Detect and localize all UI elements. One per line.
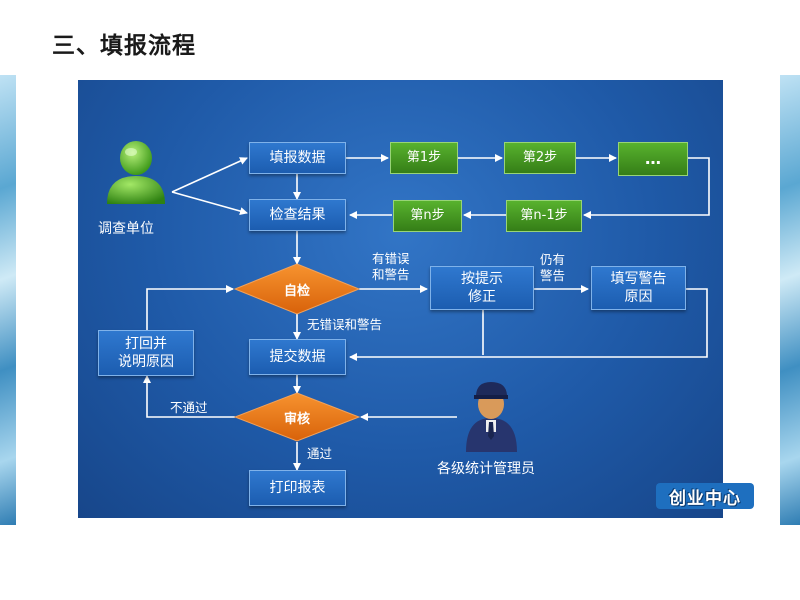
edge-label-not-passed: 不通过 (170, 400, 208, 415)
self-check-label: 自检 (283, 283, 310, 299)
step-2-box: 第2步 (504, 142, 576, 174)
decorative-water-strip-left (0, 75, 16, 525)
edge-label-no-errors: 无错误和警告 (307, 317, 383, 332)
edge-reporter-to-check (171, 191, 248, 215)
box-fix-by-hint: 按提示 修正 (430, 266, 534, 310)
admin-person-icon (466, 382, 517, 452)
review-label: 审核 (283, 411, 310, 427)
step-1-box: 第1步 (390, 142, 458, 174)
decorative-water-strip-right (780, 75, 800, 525)
edge-ellipsis-down (583, 157, 710, 219)
edge-label-passed: 通过 (307, 446, 333, 461)
step-ellipsis-box: … (618, 142, 688, 176)
step-n-box: 第n步 (393, 200, 462, 232)
edge-label-has-errors: 有错误 和警告 (372, 251, 410, 282)
decision-self-check (233, 263, 361, 315)
edge-label-still-warning: 仍有 警告 (540, 252, 566, 283)
decision-review (233, 392, 361, 442)
box-submit-data: 提交数据 (249, 339, 346, 375)
reporter-person-icon (107, 141, 165, 204)
step-n-minus-1-box: 第n-1步 (506, 200, 582, 232)
edge-reporter-to-fill (171, 157, 248, 193)
box-fill-data: 填报数据 (249, 142, 346, 174)
box-fill-warning-reason: 填写警告 原因 (591, 266, 686, 310)
edge-review-to-return (143, 375, 235, 418)
admin-label: 各级统计管理员 (437, 461, 535, 477)
box-check-result: 检查结果 (249, 199, 346, 231)
brand-logo: 创业中心 (656, 483, 754, 509)
edge-warning-to-submit (349, 288, 708, 361)
box-return-explain: 打回并 说明原因 (98, 330, 194, 376)
reporter-label: 调查单位 (98, 221, 154, 237)
slide-title: 三、填报流程 (52, 33, 196, 59)
edge-return-to-selfcheck (146, 285, 234, 330)
box-print-report: 打印报表 (249, 470, 346, 506)
